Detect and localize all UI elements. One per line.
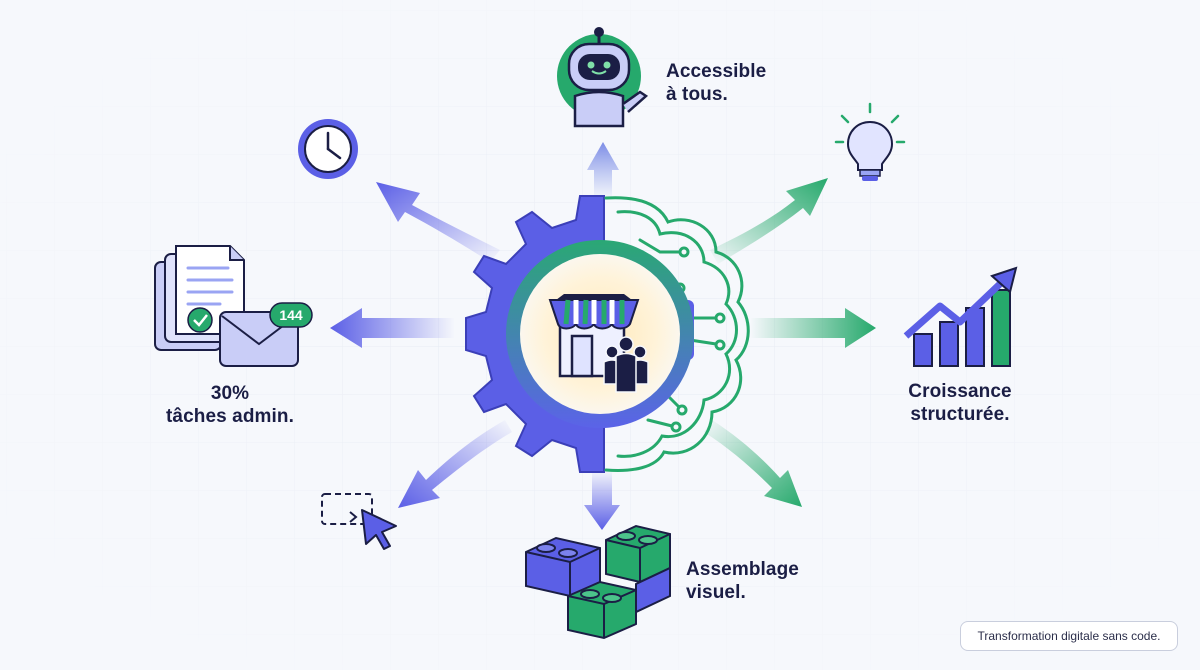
- label-growth: Croissance structurée.: [890, 380, 1030, 426]
- documents-icon: [154, 245, 245, 351]
- arrow-lower-left: [398, 420, 512, 508]
- label-visual: Assemblage visuel.: [686, 558, 799, 604]
- mail-count: 144: [279, 307, 303, 323]
- mail-count-badge: 144: [269, 302, 313, 328]
- arrow-upper-left: [376, 182, 500, 262]
- arrow-upper-right: [710, 178, 828, 264]
- label-growth-line1: Croissance: [908, 381, 1012, 402]
- label-admin-line1: 30%: [210, 383, 250, 404]
- lightbulb-icon: [834, 102, 906, 181]
- caption-text: Transformation digitale sans code.: [977, 629, 1161, 643]
- arrow-up: [587, 142, 619, 200]
- label-accessible-line2: à tous.: [666, 84, 728, 105]
- label-visual-line2: visuel.: [686, 582, 746, 603]
- building-blocks-icon: [525, 524, 671, 640]
- label-admin: 30% tâches admin.: [140, 382, 320, 428]
- robot-icon: [557, 27, 649, 128]
- label-admin-line2: tâches admin.: [165, 406, 294, 427]
- label-growth-line2: structurée.: [910, 404, 1010, 425]
- storefront-icon: [548, 294, 640, 378]
- cursor-selection-icon: [321, 493, 397, 550]
- caption-badge: Transformation digitale sans code.: [960, 621, 1178, 651]
- arrow-down: [584, 470, 620, 530]
- people-icon: [603, 336, 649, 393]
- growth-chart-icon: [903, 266, 1018, 367]
- arrow-left: [330, 308, 455, 348]
- label-accessible: Accessible à tous.: [666, 60, 766, 106]
- clock-icon: [298, 119, 358, 179]
- label-accessible-line1: Accessible: [666, 61, 767, 82]
- arrow-right: [750, 308, 876, 348]
- label-visual-line1: Assemblage: [686, 559, 799, 580]
- arrow-lower-right: [704, 420, 802, 507]
